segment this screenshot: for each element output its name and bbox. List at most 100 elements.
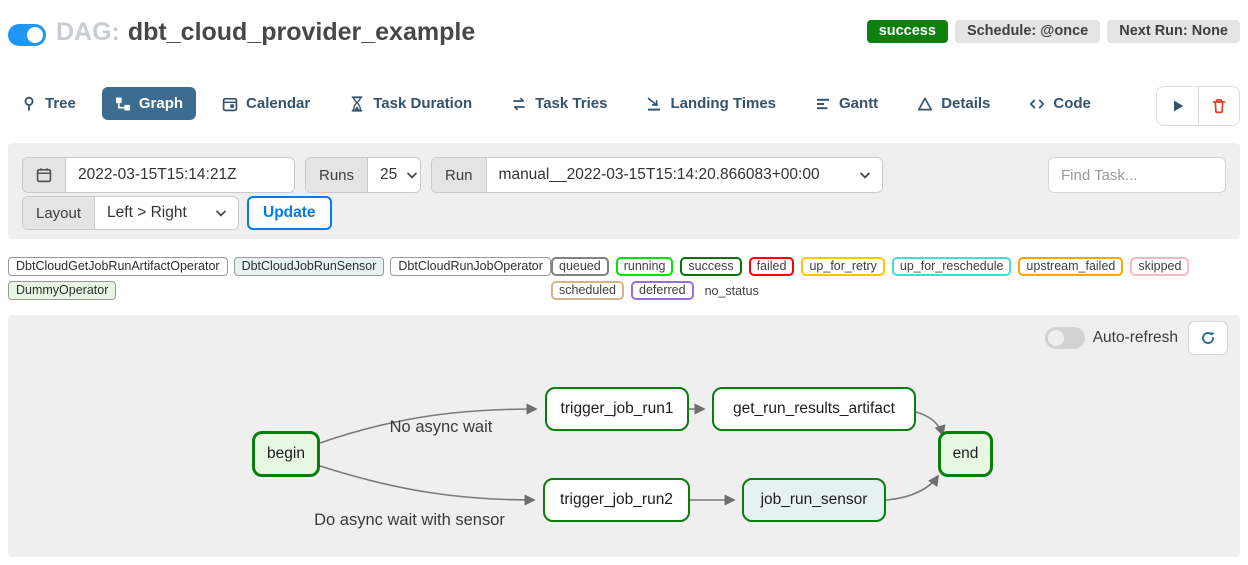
refresh-button[interactable] [1188, 321, 1228, 355]
tab-calendar[interactable]: Calendar [209, 87, 323, 120]
legend-status: up_for_retry [801, 257, 885, 276]
runs-selected-value: 25 [380, 166, 398, 183]
tab-details[interactable]: Details [904, 87, 1003, 120]
tab-landing-times[interactable]: Landing Times [633, 87, 789, 120]
tab-task-tries[interactable]: Task Tries [498, 87, 620, 120]
tab-label: Calendar [246, 95, 311, 112]
legend-status: scheduled [551, 281, 624, 300]
legend-status: skipped [1130, 257, 1190, 276]
tab-label: Graph [138, 95, 184, 112]
base-date-input[interactable]: 2022-03-15T15:14:21Z [66, 158, 294, 192]
edge-label-no-async: No async wait [389, 418, 493, 436]
tab-label: Code [1053, 95, 1091, 112]
view-tabbar: Tree Graph Calendar Task Duration Task T… [8, 87, 1104, 120]
legend-status: success [680, 257, 742, 276]
edge-artifact-end [915, 411, 946, 437]
dag-action-buttons [1156, 86, 1240, 126]
layout-label: Layout [23, 197, 96, 229]
filter-panel: 2022-03-15T15:14:21Z Runs 25 Run manual_… [8, 143, 1240, 239]
find-task-input[interactable] [1048, 157, 1226, 193]
schedule-badge[interactable]: Schedule: @once [954, 20, 1101, 43]
chevron-down-icon [216, 210, 226, 217]
layout-select[interactable]: Left > Right [95, 197, 238, 229]
layout-group: Layout Left > Right [22, 196, 239, 230]
dag-title-row: DAG:dbt_cloud_provider_example [56, 18, 475, 47]
chevron-down-icon [407, 172, 418, 179]
legend-status: queued [551, 257, 609, 276]
legend-status: up_for_reschedule [891, 257, 1012, 276]
task-node-trigger-job-run1[interactable]: trigger_job_run1 [545, 387, 689, 431]
tab-gantt[interactable]: Gantt [802, 87, 891, 120]
task-node-trigger-job-run2[interactable]: trigger_job_run2 [543, 478, 690, 522]
layout-selected-value: Left > Right [107, 204, 187, 221]
task-node-job-run-sensor[interactable]: job_run_sensor [742, 478, 886, 522]
calendar-icon [222, 96, 238, 112]
edge-begin-trigger2 [319, 465, 536, 506]
tab-label: Task Duration [373, 95, 473, 112]
auto-refresh-control: Auto-refresh [1044, 327, 1178, 349]
tab-code[interactable]: Code [1016, 87, 1104, 120]
legend-status: failed [748, 257, 795, 276]
tab-label: Details [941, 95, 991, 112]
dag-pause-toggle[interactable] [8, 24, 46, 46]
page-title: dbt_cloud_provider_example [127, 18, 476, 46]
chevron-down-icon [860, 172, 870, 179]
delete-dag-button[interactable] [1198, 87, 1239, 125]
task-node-begin[interactable]: begin [252, 431, 320, 477]
refresh-icon [1200, 330, 1216, 346]
run-label: Run [432, 158, 487, 192]
trash-icon [1211, 98, 1227, 114]
landing-icon [646, 96, 662, 112]
task-node-end[interactable]: end [938, 431, 993, 477]
runs-select[interactable]: 25 [368, 158, 420, 192]
trigger-dag-button[interactable] [1157, 87, 1198, 125]
status-badge: success [866, 20, 948, 43]
run-select[interactable]: manual__2022-03-15T15:14:20.866083+00:00 [486, 158, 882, 192]
legend-status: upstream_failed [1018, 257, 1124, 276]
tab-label: Task Tries [535, 95, 608, 112]
auto-refresh-label: Auto-refresh [1092, 329, 1178, 346]
tab-label: Landing Times [670, 95, 777, 112]
graph-icon [115, 96, 131, 112]
operator-legend: DbtCloudGetJobRunArtifactOperator DbtClo… [8, 257, 553, 300]
next-run-badge: Next Run: None [1107, 20, 1240, 43]
hourglass-icon [349, 95, 365, 112]
auto-refresh-toggle[interactable] [1044, 327, 1085, 349]
run-group: Run manual__2022-03-15T15:14:20.866083+0… [431, 157, 883, 193]
tab-tree[interactable]: Tree [8, 87, 89, 120]
dag-prefix-label: DAG: [56, 18, 120, 46]
legend-status: running [615, 257, 674, 276]
legend-operator: DummyOperator [8, 281, 117, 300]
gantt-icon [815, 96, 831, 112]
tree-icon [21, 96, 37, 112]
task-node-get-run-results-artifact[interactable]: get_run_results_artifact [712, 387, 916, 431]
dag-graph-panel: No async wait Do async wait with sensor … [8, 315, 1240, 557]
status-legend: queued running success failed up_for_ret… [551, 257, 1241, 300]
toggle-knob [1047, 330, 1064, 346]
edge-label-async-sensor: Do async wait with sensor [314, 511, 505, 529]
run-selected-value: manual__2022-03-15T15:14:20.866083+00:00 [498, 166, 820, 183]
header-badges: success Schedule: @once Next Run: None [866, 20, 1240, 43]
base-date-group: 2022-03-15T15:14:21Z [22, 157, 295, 193]
legend-operator: DbtCloudGetJobRunArtifactOperator [8, 257, 228, 276]
edge-sensor-end [885, 474, 939, 501]
calendar-input-icon [36, 167, 52, 183]
code-icon [1029, 96, 1045, 112]
tab-label: Tree [45, 95, 76, 112]
legend-operator: DbtCloudRunJobOperator [390, 257, 551, 276]
tab-task-duration[interactable]: Task Duration [336, 87, 485, 120]
triangle-icon [917, 96, 933, 112]
graph-edges [319, 403, 946, 506]
dag-header: DAG:dbt_cloud_provider_example success S… [8, 0, 1240, 62]
tab-label: Gantt [839, 95, 879, 112]
runs-group: Runs 25 [305, 157, 421, 193]
update-button[interactable]: Update [247, 196, 332, 230]
tab-graph[interactable]: Graph [101, 87, 197, 120]
legend-no-status: no_status [704, 283, 759, 298]
toggle-knob [27, 27, 43, 43]
repeat-icon [511, 96, 527, 112]
play-icon [1170, 98, 1186, 114]
edge-begin-trigger1 [319, 403, 538, 444]
runs-label: Runs [306, 158, 369, 192]
calendar-addon [23, 158, 66, 192]
